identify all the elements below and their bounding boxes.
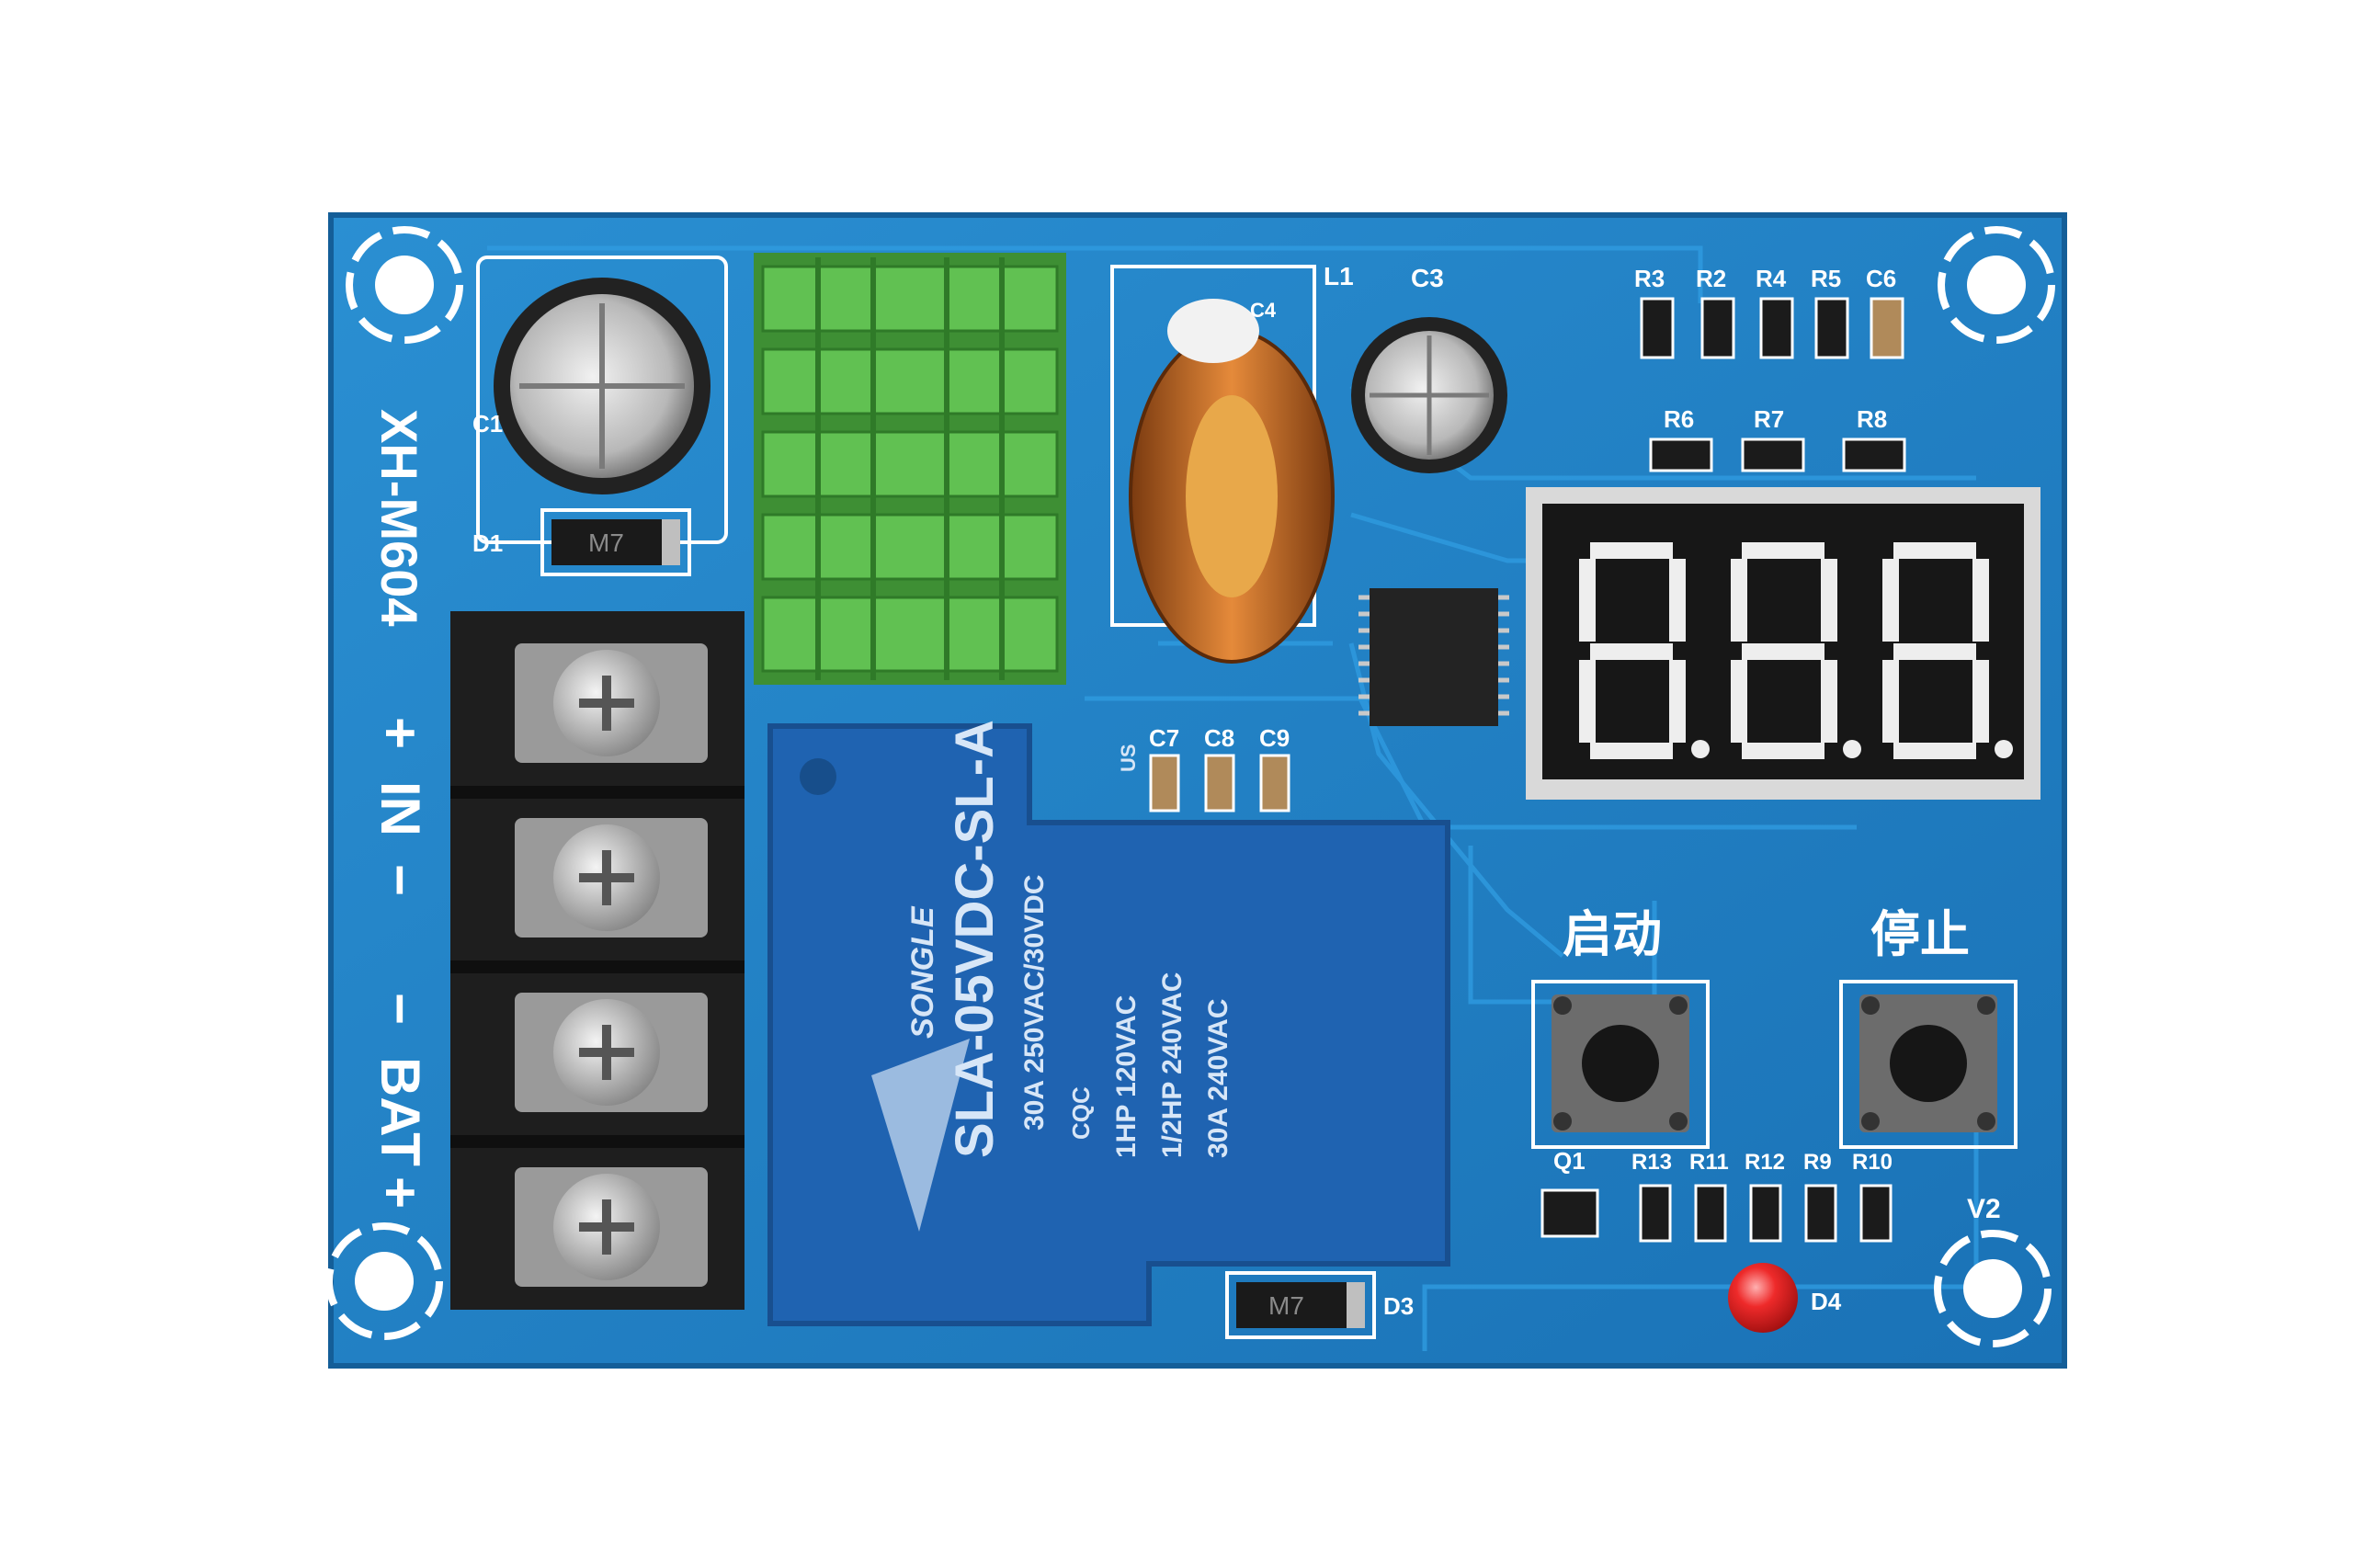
terminal-screw-3 [515,993,708,1112]
relay-markings: SONGLE SLA-05VDC-SL-A 30A 250VAC/30VDC C… [905,720,1233,1158]
l1-label: L1 [1324,262,1354,290]
smd-caps-c7-c9: C7 C8 C9 [1149,724,1290,812]
terminal-screw-1 [515,643,708,763]
mounting-hole-br [1934,1230,2052,1347]
bat-plus-label: + [369,1176,431,1209]
c6-label: C6 [1866,265,1896,292]
terminal-labels: + IN − − BAT + [369,717,431,1209]
d1-mark: M7 [588,528,624,557]
r4-label: R4 [1756,265,1787,292]
led-d4 [1728,1263,1798,1333]
relay-rating-4: 30A 240VAC [1203,999,1233,1158]
c8-label: C8 [1204,724,1234,752]
c1-label: C1 [472,410,503,437]
start-label: 启动 [1563,905,1662,963]
r7-label: R7 [1754,405,1784,433]
relay-brand: SONGLE [905,905,940,1039]
mounting-hole-tr [1938,226,2055,344]
display-digit-2 [1731,542,1861,759]
r2-label: R2 [1696,265,1726,292]
in-minus-label: − [369,864,431,896]
stop-label: 停止 [1870,905,1970,963]
start-button[interactable] [1531,980,1710,1149]
r12-label: R12 [1745,1150,1785,1175]
relay-model: SLA-05VDC-SL-A [945,720,1005,1158]
terminal-screw-2 [515,818,708,937]
r3-label: R3 [1634,265,1665,292]
r11-label: R11 [1689,1150,1729,1175]
heatsink [754,253,1066,685]
stop-button[interactable] [1839,980,2018,1149]
bat-minus-label: − [369,993,431,1025]
r6-label: R6 [1664,405,1694,433]
relay-rating-1: 30A 250VAC/30VDC [1019,875,1050,1131]
smd-row-top: R3 R2 R4 R5 C6 R6 R7 R8 [1634,265,1906,472]
r10-label: R10 [1852,1150,1893,1175]
c9-label: C9 [1259,724,1290,752]
c4-label: C4 [1250,299,1277,322]
inductor-l1 [1110,265,1335,664]
relay-rating-3: 1/2HP 240VAC [1157,972,1188,1158]
relay-cqc: CQC [1067,1086,1095,1140]
diode-d1: M7 [540,508,691,576]
r8-label: R8 [1857,405,1887,433]
display-digit-3 [1882,542,2013,759]
r13-label: R13 [1631,1150,1672,1175]
controller-ic [1358,588,1509,726]
mounting-hole-tl [346,226,463,344]
capacitor-c1 [476,256,728,544]
d4-label: D4 [1811,1288,1842,1315]
in-plus-label: + [369,717,431,749]
relay-us: US [1117,744,1140,772]
terminal-screw-4 [515,1167,708,1287]
d1-label: D1 [472,529,503,557]
smd-row-bottom: Q1 R13 R11 R12 R9 R10 [1540,1147,1893,1243]
c7-label: C7 [1149,724,1179,752]
model-label: XH-M604 [370,409,428,627]
relay-rating-2: 1HP 120VAC [1111,995,1142,1158]
r9-label: R9 [1803,1150,1832,1175]
seven-segment-display [1526,487,2040,800]
d3-mark: M7 [1268,1291,1304,1320]
display-digit-1 [1579,542,1710,759]
d3-label: D3 [1383,1292,1414,1320]
bat-label: BAT [369,1057,431,1166]
version-label: V2 [1967,1194,2001,1224]
diode-d3: M7 [1225,1271,1376,1339]
in-label: IN [369,781,431,836]
relay [767,723,1450,1326]
mounting-hole-bl [325,1222,443,1340]
q1-label: Q1 [1553,1147,1586,1175]
r5-label: R5 [1811,265,1841,292]
c3-label: C3 [1411,264,1444,292]
capacitor-c3 [1351,317,1507,473]
